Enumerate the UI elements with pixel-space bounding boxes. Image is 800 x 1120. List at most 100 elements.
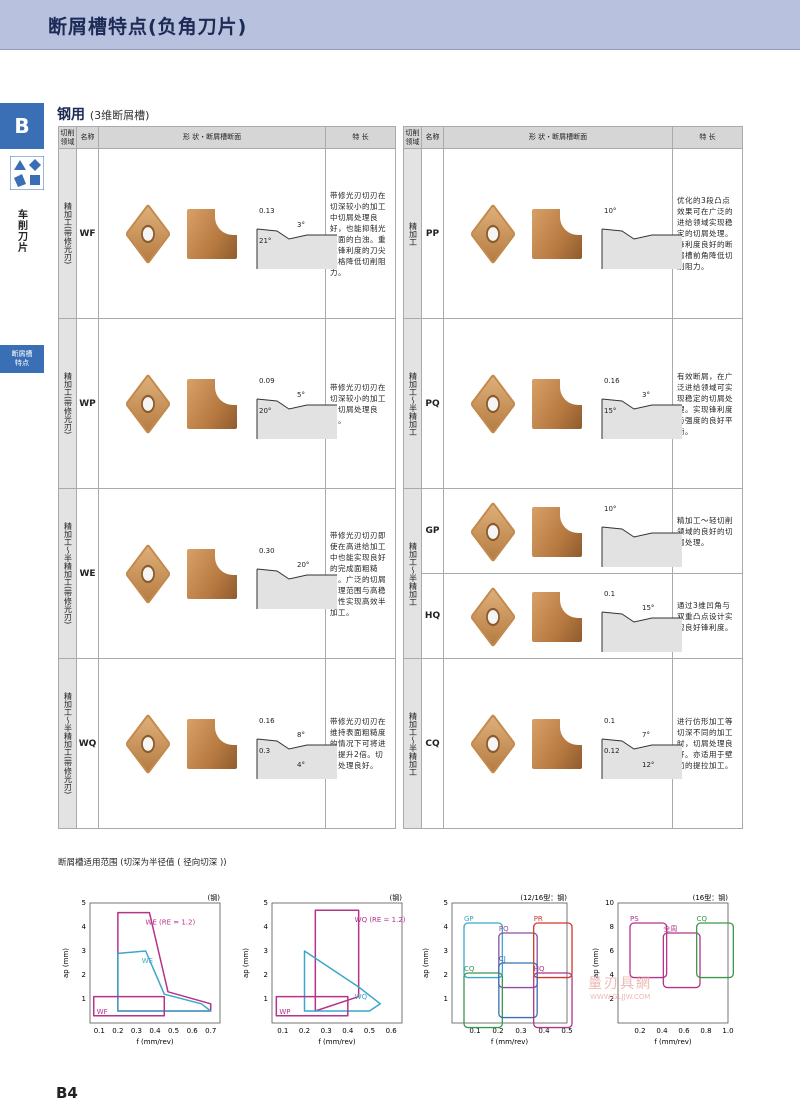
x-tick-label: 0.1 bbox=[277, 1027, 288, 1035]
series-region bbox=[117, 950, 212, 1012]
profile-dimension: 5° bbox=[297, 391, 305, 399]
profile-dimension: 20° bbox=[259, 407, 271, 415]
series-region bbox=[696, 922, 734, 979]
chipbreaker-profile: 0.095°20° bbox=[256, 377, 337, 439]
x-tick-label: 0.5 bbox=[168, 1027, 179, 1035]
page-number: B4 bbox=[56, 1084, 78, 1102]
insert-closeup-image bbox=[532, 209, 582, 259]
page-header: 断屑槽特点(负角刀片) bbox=[0, 0, 800, 50]
y-tick-label: 4 bbox=[610, 971, 615, 979]
x-tick-label: 0.7 bbox=[205, 1027, 216, 1035]
series-region bbox=[629, 922, 668, 979]
section-title: 钢用 (3维断屑槽) bbox=[57, 104, 149, 124]
chipbreaker-feature: 进行仿形加工等切深不同的加工时，切屑处理良好。亦适用于壁面的提拉加工。 bbox=[672, 658, 743, 829]
profile-dimension: 0.13 bbox=[259, 207, 275, 215]
x-tick-label: 0.4 bbox=[342, 1027, 354, 1035]
x-tick-label: 0.6 bbox=[678, 1027, 690, 1035]
insert-image bbox=[124, 203, 172, 265]
chipbreaker-code: PP bbox=[421, 148, 444, 319]
series-region bbox=[303, 950, 382, 1012]
profile-dimension: 15° bbox=[604, 407, 616, 415]
series-label: PQ bbox=[499, 925, 509, 933]
header-region: 切削 领域 bbox=[403, 126, 422, 149]
series-label: PR bbox=[534, 915, 543, 923]
x-tick-label: 0.2 bbox=[492, 1027, 503, 1035]
chipbreaker-profile: 0.133°21° bbox=[256, 207, 337, 269]
side-category-label: 车削刀片 bbox=[18, 210, 28, 254]
y-tick-label: 5 bbox=[444, 899, 448, 907]
x-tick-label: 0.2 bbox=[634, 1027, 645, 1035]
y-tick-label: 2 bbox=[444, 971, 448, 979]
chart-caption: 断屑槽适用范围 (切深为半径值 ( 径向切深 )) bbox=[58, 858, 227, 868]
y-axis-label: ap (mm) bbox=[592, 948, 600, 978]
series-region bbox=[533, 922, 573, 979]
insert-image bbox=[469, 585, 517, 648]
y-tick-label: 3 bbox=[444, 947, 448, 955]
series-region bbox=[498, 932, 538, 989]
header-feature: 特 长 bbox=[325, 126, 396, 149]
series-label: WE (RE = 1.2) bbox=[145, 919, 195, 927]
series-region bbox=[275, 995, 349, 1017]
region-label: 精加工～半精加工 bbox=[403, 318, 422, 489]
chipbreaker-profile: 10° bbox=[601, 207, 682, 269]
y-tick-label: 6 bbox=[610, 947, 615, 955]
side-section-marker[interactable]: 断屑槽 特点 bbox=[0, 345, 44, 373]
series-region bbox=[662, 932, 701, 989]
x-tick-label: 0.3 bbox=[515, 1027, 526, 1035]
profile-dimension: 0.16 bbox=[259, 717, 275, 725]
region-label: 精加工～半精加工(带修光刃) bbox=[58, 488, 77, 659]
chipbreaker-figure: 10° bbox=[443, 488, 682, 574]
y-tick-label: 2 bbox=[82, 971, 86, 979]
chipbreaker-code: HQ bbox=[421, 573, 444, 659]
page-title: 断屑槽特点(负角刀片) bbox=[48, 16, 248, 38]
plot-frame bbox=[451, 902, 568, 1024]
series-region bbox=[92, 995, 166, 1017]
chipbreaker-code: WQ bbox=[76, 658, 99, 829]
section-tab[interactable]: B bbox=[0, 103, 44, 149]
x-tick-label: 0.4 bbox=[538, 1027, 550, 1035]
y-axis-label: ap (mm) bbox=[242, 948, 250, 978]
region-label: 精加工～半精加工(带修光刃) bbox=[58, 658, 77, 829]
insert-closeup-image bbox=[532, 506, 582, 557]
chart-note: (钢) bbox=[208, 893, 221, 902]
insert-closeup-image bbox=[532, 719, 582, 769]
series-label: WF bbox=[97, 1008, 108, 1016]
profile-dimension: 0.1 bbox=[604, 590, 615, 598]
series-region bbox=[498, 962, 538, 1019]
insert-image bbox=[124, 713, 172, 775]
x-tick-label: 0.8 bbox=[700, 1027, 711, 1035]
insert-shapes-icon bbox=[10, 156, 44, 190]
insert-image bbox=[124, 543, 172, 605]
chart-note: (12/16型：钢) bbox=[520, 893, 567, 902]
chipbreaker-profile: 0.168°0.34° bbox=[256, 717, 337, 779]
chipbreaker-feature: 带修光刃切刃在维持表面粗糙度的情况下可将进给提升2倍。切屑处理良好。 bbox=[325, 658, 396, 829]
x-tick-label: 0.3 bbox=[131, 1027, 142, 1035]
chart-note: (16型：钢) bbox=[693, 893, 729, 902]
series-label: CJ bbox=[499, 955, 506, 963]
series-label: GP bbox=[464, 915, 474, 923]
header-shape: 形 状・断屑槽断面 bbox=[443, 126, 673, 149]
profile-dimension: 21° bbox=[259, 237, 271, 245]
chart-note: (钢) bbox=[390, 893, 403, 902]
y-tick-label: 1 bbox=[444, 995, 448, 1003]
x-tick-label: 0.4 bbox=[149, 1027, 161, 1035]
chipbreaker-profile: 0.115° bbox=[601, 590, 682, 652]
series-label: WP bbox=[279, 1008, 290, 1016]
series-region bbox=[533, 972, 573, 1029]
y-tick-label: 1 bbox=[82, 995, 86, 1003]
y-tick-label: 4 bbox=[82, 923, 87, 931]
insert-closeup-image bbox=[187, 209, 237, 259]
plot-frame bbox=[617, 902, 729, 1024]
profile-dimension: 0.30 bbox=[259, 547, 275, 555]
chipbreaker-feature: 通过3维凹角与双重凸点设计实现良好锋利度。 bbox=[672, 573, 743, 659]
header-shape: 形 状・断屑槽断面 bbox=[98, 126, 326, 149]
